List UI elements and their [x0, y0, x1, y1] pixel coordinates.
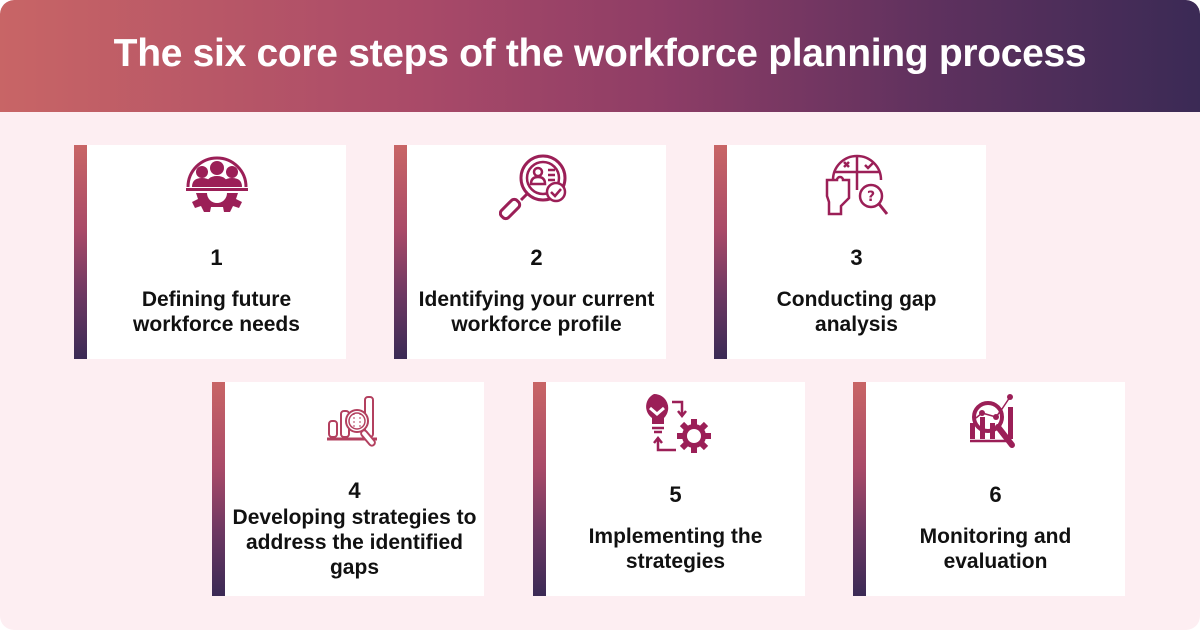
header-banner: The six core steps of the workforce plan… [0, 0, 1200, 112]
step-label: Implementing the strategies [588, 525, 763, 573]
dashed-divider [866, 464, 1102, 467]
step-label: Defining future workforce needs [133, 288, 300, 336]
accent-bar [714, 145, 727, 359]
dashed-divider [407, 227, 643, 230]
accent-bar [394, 145, 407, 359]
step-label: Developing strategies to address the ide… [232, 506, 477, 579]
analytics-magnifier-icon [866, 384, 1125, 462]
step-card-1: 1 Defining future workforce needs [74, 145, 346, 359]
dashed-divider [225, 464, 461, 467]
accent-bar [212, 382, 225, 596]
step-label: Identifying your current workforce profi… [418, 288, 655, 336]
step-number: 5 [669, 482, 682, 507]
step-card-3: ? 3 Conducting gap analysis [714, 145, 986, 359]
step-label: Conducting gap analysis [776, 288, 937, 336]
step-card-6: 6 Monitoring and evaluation [853, 382, 1125, 596]
step-number: 3 [850, 245, 863, 270]
accent-bar [853, 382, 866, 596]
page-title: The six core steps of the workforce plan… [113, 32, 1087, 75]
accent-bar [533, 382, 546, 596]
accent-bar [74, 145, 87, 359]
step-number: 4 [348, 478, 361, 503]
step-label: Monitoring and evaluation [919, 525, 1072, 573]
profile-search-check-icon [407, 147, 666, 225]
step-number: 1 [210, 245, 223, 270]
step-card-5: 5 Implementing the strategies [533, 382, 805, 596]
bar-chart-magnifier-icon [225, 384, 484, 462]
team-gear-icon [87, 147, 346, 225]
lightbulb-gear-cycle-icon [546, 384, 805, 462]
dashed-divider [727, 227, 963, 230]
puzzle-question-search-icon: ? [727, 147, 986, 225]
step-number: 2 [530, 245, 543, 270]
step-number: 6 [989, 482, 1002, 507]
svg-text:?: ? [866, 189, 874, 205]
dashed-divider [546, 464, 782, 467]
step-card-2: 2 Identifying your current workforce pro… [394, 145, 666, 359]
dashed-divider [87, 227, 323, 230]
step-card-4: 4 Developing strategies to address the i… [212, 382, 484, 596]
